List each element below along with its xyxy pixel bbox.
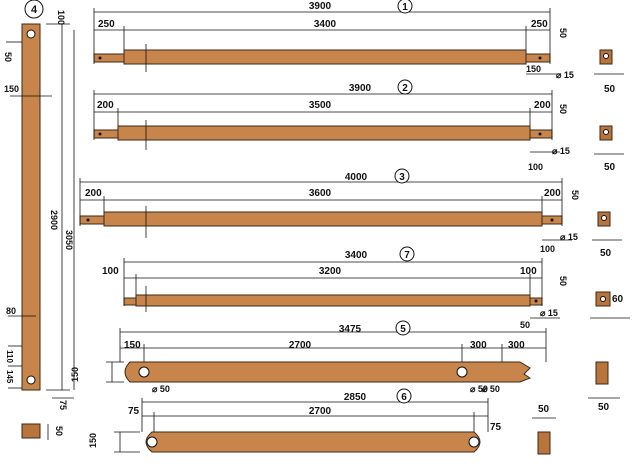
part-4: 4 100 50 150 2900 3050 80 110 145 75 50 [3, 0, 75, 440]
part-5-r2: 300 [508, 340, 525, 351]
part-4-d110: 110 [5, 350, 14, 363]
part-4-topw: 50 [3, 52, 13, 62]
part-3-end: 100 [540, 244, 555, 254]
part-4-d80: 80 [6, 306, 16, 316]
part-2-right: 200 [534, 100, 551, 111]
part-4-badge [24, 0, 44, 19]
part-5-hole-right [456, 366, 468, 378]
part-7-sec: 60 [612, 294, 624, 305]
part-5-sec: 50 [598, 402, 610, 413]
part-5: 5 3475 2700 150 300 300 150 ⌀ 50 ⌀ 50 50 [70, 320, 620, 413]
part-7-h: 50 [558, 276, 568, 286]
part-5-beam [124, 361, 532, 383]
part-2-number: 2 [402, 83, 408, 94]
part-3-left: 200 [85, 188, 102, 199]
part-7: 7 3400 3200 100 100 50 50 ⌀ 15 60 [102, 246, 630, 330]
part-5-r1: 300 [470, 340, 487, 351]
part-7-beam [135, 294, 531, 307]
part-1-total: 3900 [309, 1, 332, 12]
part-3-number: 3 [399, 172, 405, 183]
part-4-len2: 3050 [64, 230, 74, 250]
part-3-sec: 50 [600, 248, 612, 259]
part-4-sec: 50 [54, 426, 64, 436]
part-6-hole: ⌀ 50 [482, 384, 500, 394]
part-2-end: 100 [528, 162, 543, 172]
part-4-d145: 145 [5, 370, 14, 384]
part-5-hole1: ⌀ 50 [152, 384, 170, 394]
part-1-mid: 3400 [314, 19, 337, 30]
part-7-end: 50 [520, 320, 530, 330]
part-7-left: 100 [102, 266, 119, 277]
part-7-hole: ⌀ 15 [540, 308, 558, 318]
part-5-left: 150 [124, 340, 141, 351]
part-6-left: 75 [128, 406, 140, 417]
part-6-sec: 50 [538, 404, 550, 415]
part-7-left-tenon [123, 297, 137, 306]
part-6-total: 2850 [344, 392, 367, 403]
part-6-beam [145, 431, 481, 453]
part-2-left-tenon [93, 129, 119, 139]
part-5-h: 150 [70, 367, 80, 382]
part-3: 3 4000 3600 200 200 50 100 ⌀ 15 50 [79, 168, 622, 259]
part-5-hole2: ⌀ 50 [470, 384, 488, 394]
part-2-beam [117, 125, 531, 141]
part-6: 6 2850 2700 75 75 150 ⌀ 50 50 [88, 384, 556, 455]
part-2-left: 200 [97, 100, 114, 111]
part-1-number: 1 [402, 2, 408, 13]
part-1: 1 3900 3400 250 250 50 150 ⌀ 15 50 [93, 0, 624, 95]
part-1-right-tenon [525, 53, 551, 63]
part-3-left-tenon [79, 215, 105, 225]
part-4-bot: 75 [58, 400, 68, 410]
part-3-hole: ⌀ 15 [560, 232, 578, 242]
part-1-right: 250 [531, 19, 548, 30]
part-4-beam [21, 23, 41, 391]
part-4-top: 100 [56, 10, 66, 25]
part-6-number: 6 [401, 392, 407, 403]
part-6-right: 75 [490, 422, 502, 433]
part-7-total: 3400 [345, 250, 368, 261]
part-6-mid: 2700 [309, 406, 332, 417]
part-4-bottom-hole [26, 375, 36, 385]
part-3-total: 4000 [345, 172, 368, 183]
part-6-hole-left [146, 436, 158, 448]
part-2-mid: 3500 [309, 100, 332, 111]
part-4-section [21, 423, 41, 439]
part-4-len1: 2900 [49, 210, 59, 230]
part-2: 2 3900 3500 200 200 50 100 ⌀ 15 50 [93, 79, 624, 173]
part-4-number: 4 [31, 4, 38, 16]
part-2-sec: 50 [604, 162, 616, 173]
part-6-hole-right [468, 436, 480, 448]
part-5-total: 3475 [339, 324, 362, 335]
part-7-right: 100 [520, 266, 537, 277]
part-7-number: 7 [404, 250, 410, 261]
part-4-width: 150 [4, 84, 19, 94]
part-5-mid: 2700 [289, 340, 312, 351]
part-3-right: 200 [544, 188, 561, 199]
part-6-h: 150 [88, 433, 98, 448]
part-1-hole: ⌀ 15 [556, 70, 574, 80]
part-3-beam [103, 211, 543, 227]
part-5-number: 5 [400, 324, 406, 335]
part-1-end: 150 [526, 64, 541, 74]
part-3-mid: 3600 [309, 188, 332, 199]
part-5-hole-left [138, 366, 150, 378]
part-1-beam [123, 49, 527, 65]
part-1-h: 50 [558, 28, 568, 38]
part-1-left: 250 [98, 19, 115, 30]
part-1-sec: 50 [604, 84, 616, 95]
part-3-h: 50 [570, 190, 580, 200]
part-2-h: 50 [558, 104, 568, 114]
part-2-hole: ⌀ 15 [552, 146, 570, 156]
part-7-mid: 3200 [319, 266, 342, 277]
part-4-top-hole [26, 29, 36, 39]
part-2-total: 3900 [349, 83, 372, 94]
